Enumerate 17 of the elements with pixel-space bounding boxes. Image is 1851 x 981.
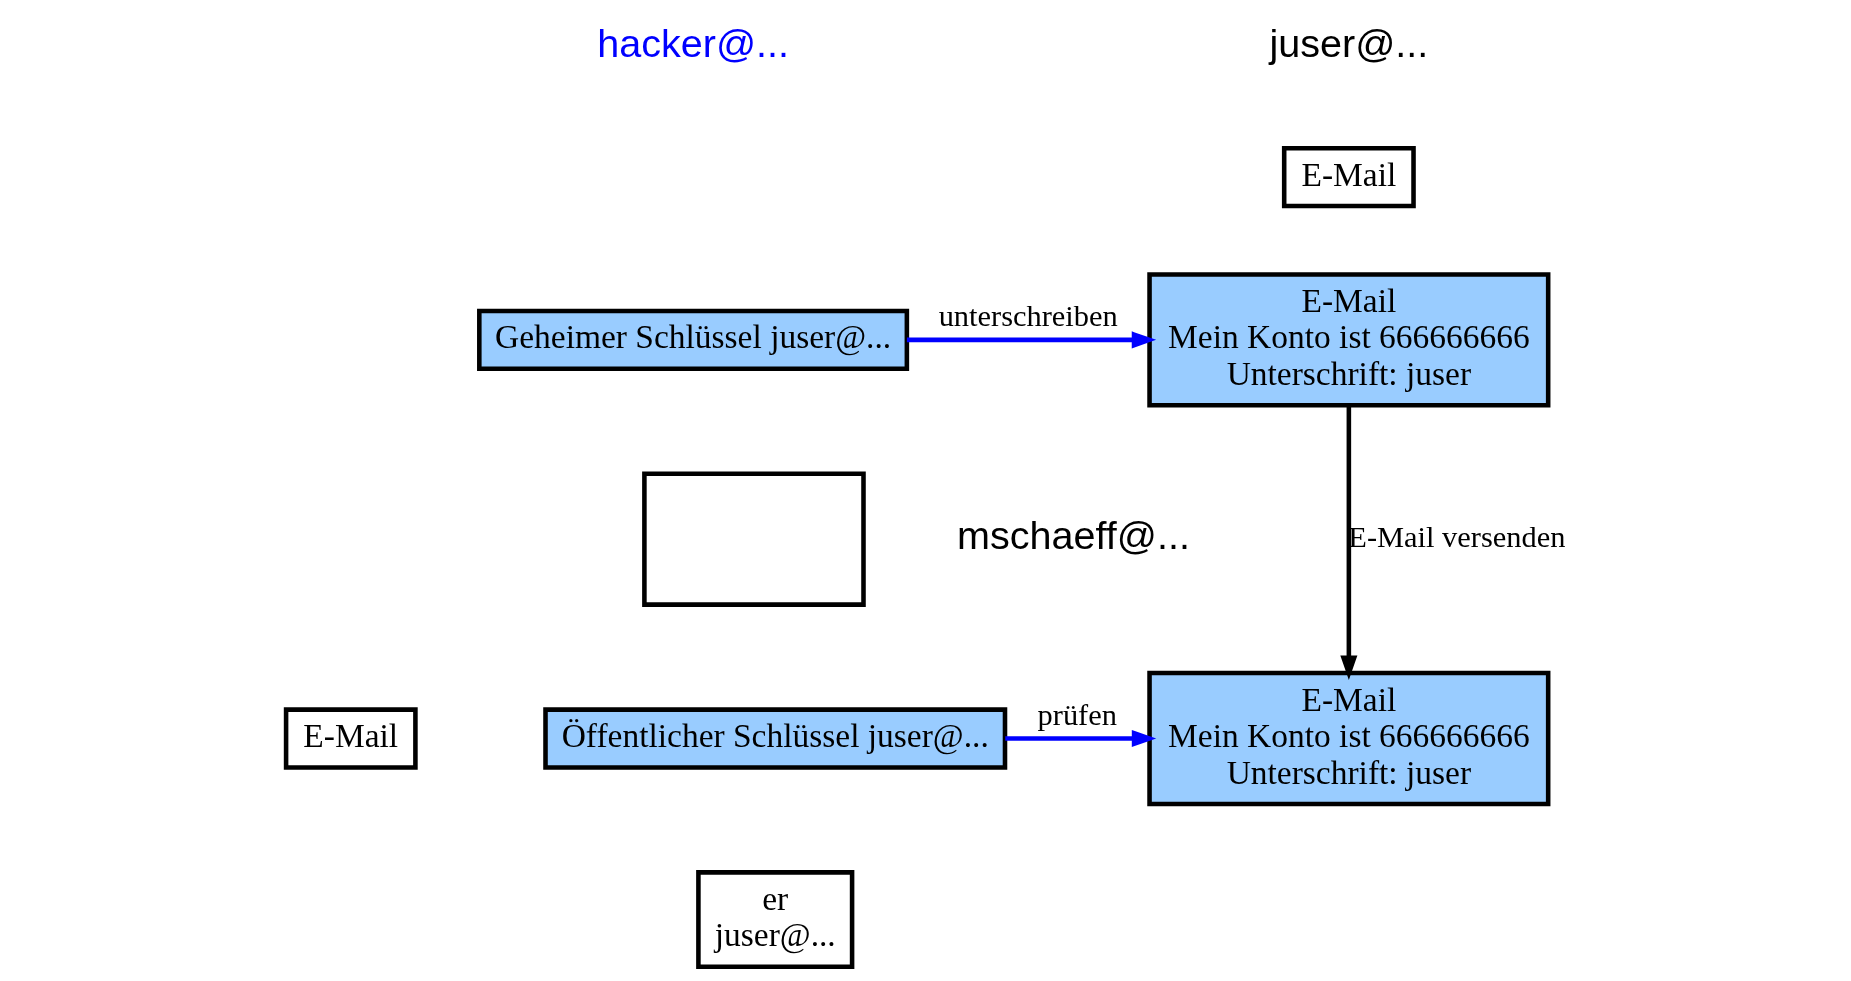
label: hacker@...: [597, 20, 789, 65]
arrow: [906, 331, 1157, 349]
label: mschaeff@...: [957, 512, 1190, 557]
label: juser@...: [1269, 20, 1429, 65]
node-box: er juser@...: [696, 870, 855, 969]
node-box: E-Mail Mein Konto ist 666666666 Unterschrift: juser: [1147, 272, 1551, 408]
node-box: E-Mail Mein Konto ist 666666666 Unterschrift: juser: [1147, 670, 1551, 807]
edge-label: prüfen: [1037, 697, 1117, 732]
arrow: [1340, 405, 1358, 680]
node-box: E-Mail: [1281, 145, 1416, 209]
edge-label: unterschreiben: [938, 299, 1118, 334]
node-box: [642, 471, 866, 607]
edge-label: E-Mail versenden: [1348, 519, 1566, 554]
node-box: Öffentlicher Schlüssel juser@...: [543, 707, 1008, 770]
node-box: E-Mail: [283, 707, 418, 770]
arrow: [1005, 729, 1157, 748]
node-box: Geheimer Schlüssel juser@...: [477, 308, 910, 372]
